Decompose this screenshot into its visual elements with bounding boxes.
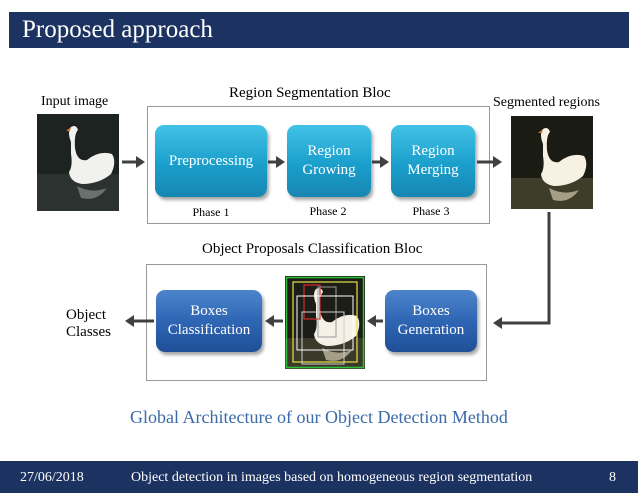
proposal-bloc-title: Object Proposals Classification Bloc	[202, 241, 423, 257]
phase-1-label: Phase 1	[192, 205, 230, 219]
footer-page-number: 8	[609, 470, 616, 485]
title-bar: Proposed approach	[9, 12, 629, 48]
input-image-label: Input image	[41, 94, 109, 109]
boxes-generation-box: Boxes Generation	[385, 290, 477, 352]
region-merging-label-1: Region	[411, 143, 455, 159]
object-classes-line2: Classes	[66, 324, 111, 340]
footer-date: 27/06/2018	[20, 470, 84, 485]
segmented-regions-label: Segmented regions	[493, 95, 600, 110]
arrowhead-classes	[125, 315, 134, 327]
arrowhead-generation	[493, 317, 502, 329]
phase-2-label: Phase 2	[309, 204, 347, 218]
region-growing-box: Region Growing	[287, 125, 371, 197]
segmented-swan-picture	[511, 116, 593, 209]
input-swan-picture	[37, 114, 119, 211]
arrowhead-image	[367, 315, 376, 327]
phase-3-label: Phase 3	[412, 204, 450, 218]
input-image	[37, 114, 119, 211]
footer-bar: 27/06/2018 Object detection in images ba…	[0, 461, 638, 493]
segmented-image	[511, 116, 593, 209]
arrowhead-merging	[380, 156, 389, 168]
preprocessing-box: Preprocessing	[155, 125, 267, 197]
boxes-classification-label-2: Classification	[167, 322, 251, 338]
region-bloc-title: Region Segmentation Bloc	[229, 85, 391, 101]
figure-caption: Global Architecture of our Object Detect…	[130, 407, 508, 427]
boxes-generation-label-1: Boxes	[412, 303, 450, 319]
arrowhead-segmented	[493, 156, 502, 168]
arrowhead-growing	[276, 156, 285, 168]
boxes-generation-label-2: Generation	[397, 322, 465, 338]
arrowhead-classification	[265, 315, 274, 327]
region-growing-label-2: Growing	[302, 162, 356, 178]
slide-title: Proposed approach	[22, 16, 213, 43]
region-merging-box: Region Merging	[391, 125, 475, 197]
proposals-image	[285, 276, 365, 369]
region-merging-label-2: Merging	[407, 162, 459, 178]
proposals-swan-picture	[285, 276, 365, 369]
object-classes-label: Object Classes	[66, 307, 111, 341]
boxes-classification-box: Boxes Classification	[156, 290, 262, 352]
footer-subtitle: Object detection in images based on homo…	[131, 470, 533, 485]
object-classes-line1: Object	[66, 307, 106, 323]
boxes-classification-label-1: Boxes	[190, 303, 228, 319]
preprocessing-label: Preprocessing	[168, 152, 254, 169]
arrowhead-input	[136, 156, 145, 168]
arrow-segmented-to-generation	[500, 212, 551, 325]
region-growing-label-1: Region	[307, 143, 351, 159]
